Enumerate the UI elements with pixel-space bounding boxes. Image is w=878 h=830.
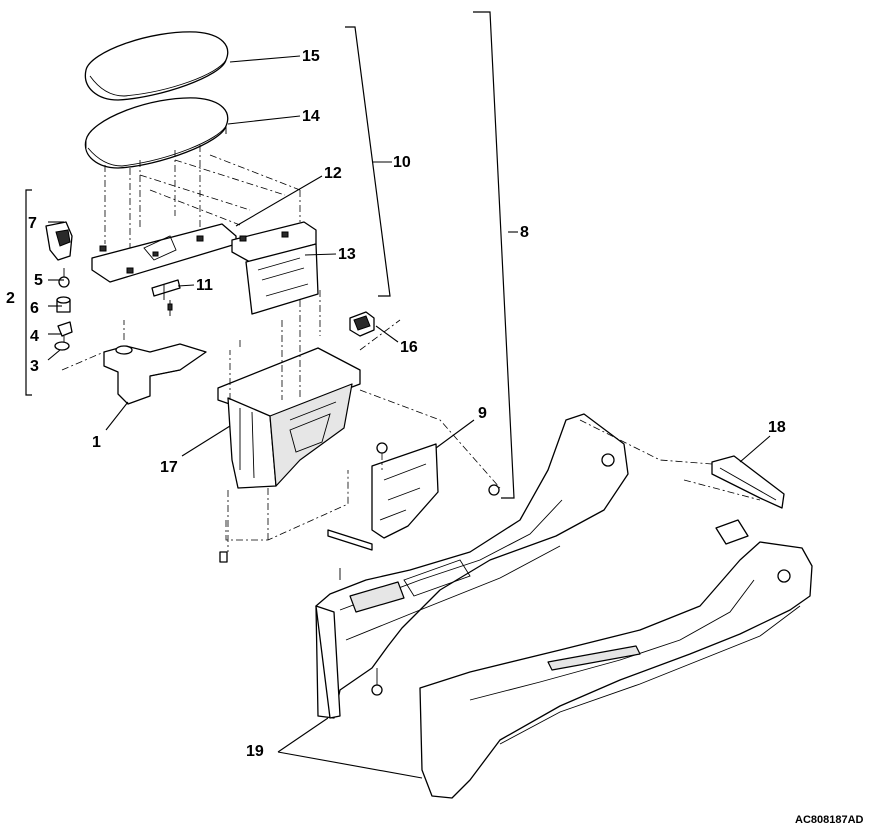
callout-19: 19 — [246, 743, 264, 760]
callout-17: 17 — [160, 459, 178, 476]
callout-14: 14 — [302, 108, 320, 125]
console-box — [217, 340, 361, 552]
part-6-socket — [56, 296, 71, 313]
callout-15: 15 — [302, 48, 320, 65]
part-4-clip — [57, 321, 73, 344]
part-7-clip — [45, 221, 73, 261]
lid-hinge-plate — [91, 223, 237, 283]
console-assembly-lines — [225, 290, 501, 541]
bracket-2 — [25, 189, 32, 396]
leader-lines — [47, 55, 771, 779]
callout-13: 13 — [338, 246, 356, 263]
part-5-screw — [58, 268, 70, 288]
armrest-lid-cover — [84, 31, 229, 101]
callout-8: 8 — [520, 224, 529, 241]
part-3-cap — [54, 341, 70, 351]
callout-7: 7 — [28, 215, 37, 232]
callout-18: 18 — [768, 419, 786, 436]
switch-part-16 — [349, 311, 375, 337]
callout-3: 3 — [30, 358, 39, 375]
armrest-lid — [84, 97, 229, 169]
callout-1: 1 — [92, 434, 101, 451]
callout-11: 11 — [196, 277, 213, 294]
callout-16: 16 — [400, 339, 418, 356]
lid-assembly-lines — [104, 145, 301, 270]
latch — [151, 279, 181, 316]
figure-code: AC808187AD — [795, 814, 864, 826]
bracket-part-18 — [579, 419, 785, 509]
bracket-10 — [345, 26, 391, 297]
callout-5: 5 — [34, 272, 43, 289]
callout-6: 6 — [30, 300, 39, 317]
lock-assembly — [231, 221, 319, 315]
callout-12: 12 — [324, 165, 342, 182]
bracket-8 — [473, 11, 515, 499]
floor-console-body — [315, 413, 813, 799]
callout-9: 9 — [478, 405, 487, 422]
callout-10: 10 — [393, 154, 411, 171]
rear-bracket-part-9 — [327, 442, 500, 551]
bracket-part-1 — [61, 320, 207, 405]
callout-2: 2 — [6, 290, 15, 307]
callout-4: 4 — [30, 328, 39, 345]
connectors — [219, 551, 383, 696]
